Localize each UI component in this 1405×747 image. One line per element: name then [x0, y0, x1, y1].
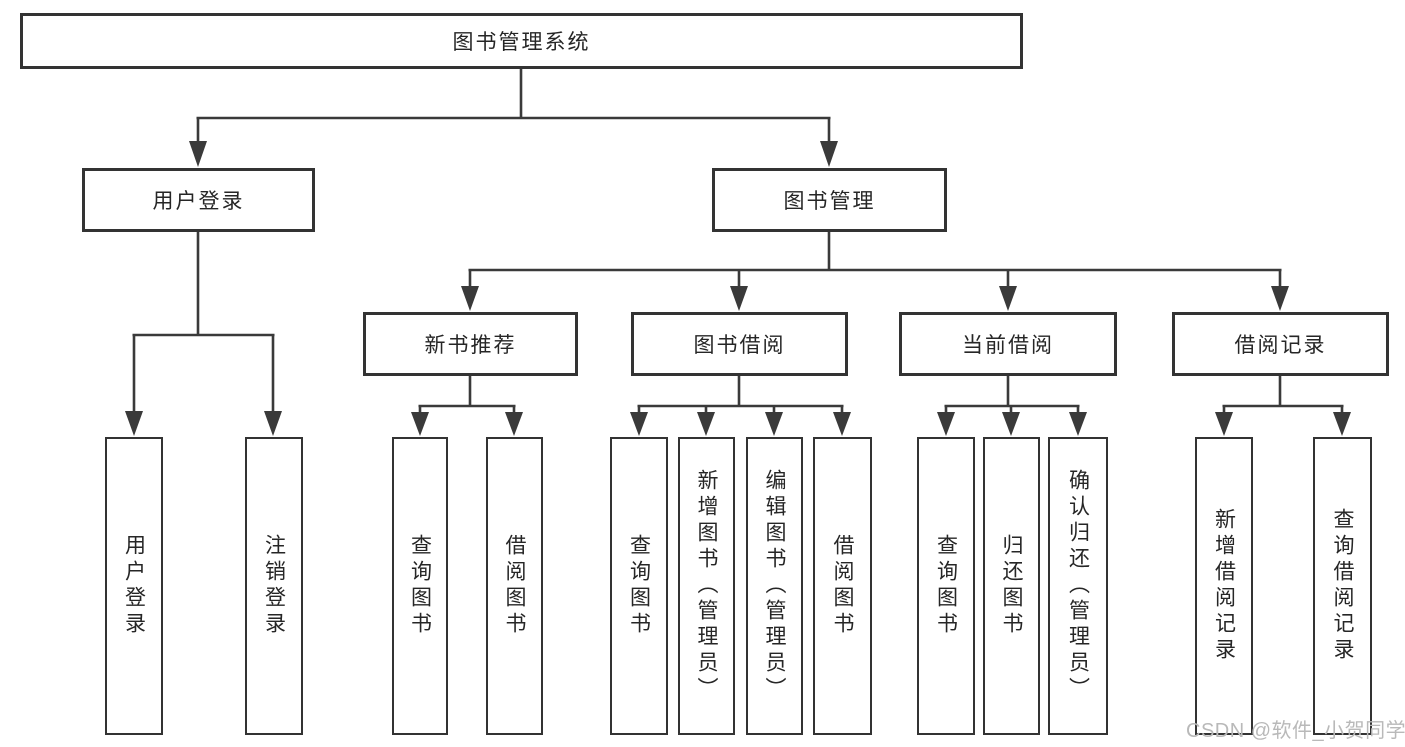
node-borrow-records-label: 借阅记录 — [1234, 334, 1327, 357]
leaf-confirm-return-admin: 确认归还（管理员） — [1048, 437, 1108, 735]
leaf-logout-label: 注销登录 — [262, 534, 286, 638]
connector-borrow-records-to-leaves — [1215, 376, 1351, 436]
leaf-add-borrow-record: 新增借阅记录 — [1195, 437, 1253, 735]
leaf-borrow-book-label: 借阅图书 — [831, 534, 854, 638]
leaf-new-book-query-label: 查询图书 — [408, 534, 432, 638]
node-user-login-label: 用户登录 — [152, 190, 245, 213]
node-book-management: 图书管理 — [712, 168, 947, 232]
leaf-query-borrow-record-label: 查询借阅记录 — [1331, 508, 1354, 664]
connector-root-to-branches — [189, 69, 838, 167]
csdn-watermark: CSDN @软件_小贺同学 — [1186, 720, 1405, 742]
leaf-new-book-query: 查询图书 — [392, 437, 448, 735]
leaf-current-query-book: 查询图书 — [917, 437, 975, 735]
leaf-query-borrow-record: 查询借阅记录 — [1313, 437, 1372, 735]
leaf-borrow-query-book: 查询图书 — [610, 437, 668, 735]
leaf-edit-book-admin-label: 编辑图书（管理员） — [763, 469, 786, 703]
node-book-borrow-label: 图书借阅 — [693, 334, 786, 357]
leaf-add-book-admin-label: 新增图书（管理员） — [695, 469, 718, 703]
leaf-edit-book-admin: 编辑图书（管理员） — [746, 437, 803, 735]
leaf-add-borrow-record-label: 新增借阅记录 — [1212, 508, 1236, 664]
leaf-confirm-return-admin-label: 确认归还（管理员） — [1066, 469, 1090, 703]
node-user-login: 用户登录 — [82, 168, 315, 232]
leaf-new-book-borrow-label: 借阅图书 — [503, 534, 526, 638]
node-root: 图书管理系统 — [20, 13, 1023, 69]
connector-new-book-to-leaves — [411, 376, 523, 436]
leaf-user-login-label: 用户登录 — [122, 534, 146, 638]
connector-book-management-to-modules — [461, 232, 1289, 311]
leaf-user-login: 用户登录 — [105, 437, 163, 735]
leaf-borrow-query-book-label: 查询图书 — [627, 534, 651, 638]
node-root-label: 图书管理系统 — [452, 31, 591, 54]
leaf-logout: 注销登录 — [245, 437, 303, 735]
node-borrow-records: 借阅记录 — [1172, 312, 1389, 376]
leaf-add-book-admin: 新增图书（管理员） — [678, 437, 735, 735]
node-book-management-label: 图书管理 — [783, 190, 876, 213]
node-book-borrow: 图书借阅 — [631, 312, 848, 376]
leaf-borrow-book: 借阅图书 — [813, 437, 872, 735]
node-new-book-recommend: 新书推荐 — [363, 312, 578, 376]
connector-user-login-to-leaves — [125, 232, 282, 436]
node-new-book-recommend-label: 新书推荐 — [424, 334, 517, 357]
leaf-return-book: 归还图书 — [983, 437, 1040, 735]
leaf-current-query-book-label: 查询图书 — [934, 534, 958, 638]
connector-book-borrow-to-leaves — [630, 376, 851, 436]
connector-current-borrow-to-leaves — [937, 376, 1087, 436]
node-current-borrow: 当前借阅 — [899, 312, 1117, 376]
node-current-borrow-label: 当前借阅 — [962, 334, 1054, 357]
leaf-return-book-label: 归还图书 — [1000, 534, 1023, 638]
leaf-new-book-borrow: 借阅图书 — [486, 437, 543, 735]
